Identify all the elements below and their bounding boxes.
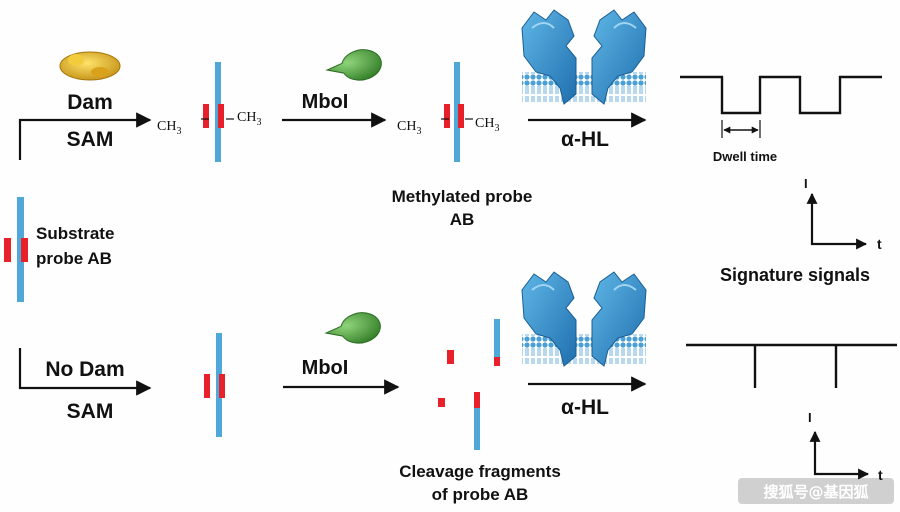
signal-trace-bottom xyxy=(686,343,897,388)
site-mark xyxy=(21,238,28,262)
fragment-blue xyxy=(474,408,480,450)
signature-signals-label: Signature signals xyxy=(720,265,870,285)
substrate-label-probe: probe AB xyxy=(36,249,112,268)
mboi-label-top: MboI xyxy=(302,91,349,113)
site-mark xyxy=(4,238,11,262)
methylated-probe-label-ab: AB xyxy=(450,210,475,229)
time-axis-label-top: t xyxy=(877,236,882,252)
substrate-label: Substrate xyxy=(36,224,114,243)
methyl-left-1: CH3 xyxy=(157,119,181,137)
watermark-text: 搜狐号@基因狐 xyxy=(763,483,868,501)
methyl-left-2: CH3 xyxy=(397,119,421,137)
current-axis-label-top: I xyxy=(804,176,808,191)
fragment-red xyxy=(447,350,454,364)
methyl-right-2: CH3 xyxy=(475,116,499,134)
mboi-label-bottom: MboI xyxy=(302,357,349,379)
methylation-arrow xyxy=(18,112,152,160)
cleavage-fragments-label-probe: of probe AB xyxy=(432,485,529,504)
site-mark xyxy=(444,104,450,128)
dam-label: Dam xyxy=(67,91,113,114)
site-mark xyxy=(204,374,210,398)
dam-enzyme-blob xyxy=(59,51,121,81)
cleavage-fragments-label: Cleavage fragments xyxy=(399,462,561,481)
site-mark xyxy=(218,104,224,128)
signature-trace-top xyxy=(680,75,882,115)
site-mark xyxy=(203,104,209,128)
sam-label-top: SAM xyxy=(67,128,114,151)
fragment-red xyxy=(474,392,480,410)
no-dam-arrow xyxy=(18,348,152,396)
dwell-time-label: Dwell time xyxy=(713,149,777,164)
site-mark xyxy=(458,104,464,128)
time-axis-label-bottom: t xyxy=(878,467,883,483)
alpha-hl-label-bottom: α-HL xyxy=(561,396,609,419)
fragment-blue xyxy=(494,319,500,359)
current-axis-label-bottom: I xyxy=(808,410,812,425)
axes-bottom xyxy=(809,430,870,480)
alpha-hl-nanopore-top xyxy=(521,9,647,105)
site-mark xyxy=(219,374,225,398)
no-dam-label: No Dam xyxy=(45,358,124,381)
alpha-hl-nanopore-bottom xyxy=(521,271,647,367)
methylated-probe-label: Methylated probe xyxy=(392,187,533,206)
axes-top xyxy=(806,192,868,250)
watermark-bg xyxy=(738,478,894,504)
mboi-enzyme-bottom xyxy=(324,312,381,344)
alpha-hl-label-top: α-HL xyxy=(561,128,609,151)
methylated-probe-strand xyxy=(454,62,460,162)
mboi-enzyme-top xyxy=(325,49,382,81)
sam-label-bottom: SAM xyxy=(67,400,114,423)
fragment-red xyxy=(494,357,500,366)
methyl-right-1: CH3 xyxy=(237,110,261,128)
substrate-probe-strand xyxy=(17,197,24,302)
fragment-red xyxy=(438,398,445,407)
